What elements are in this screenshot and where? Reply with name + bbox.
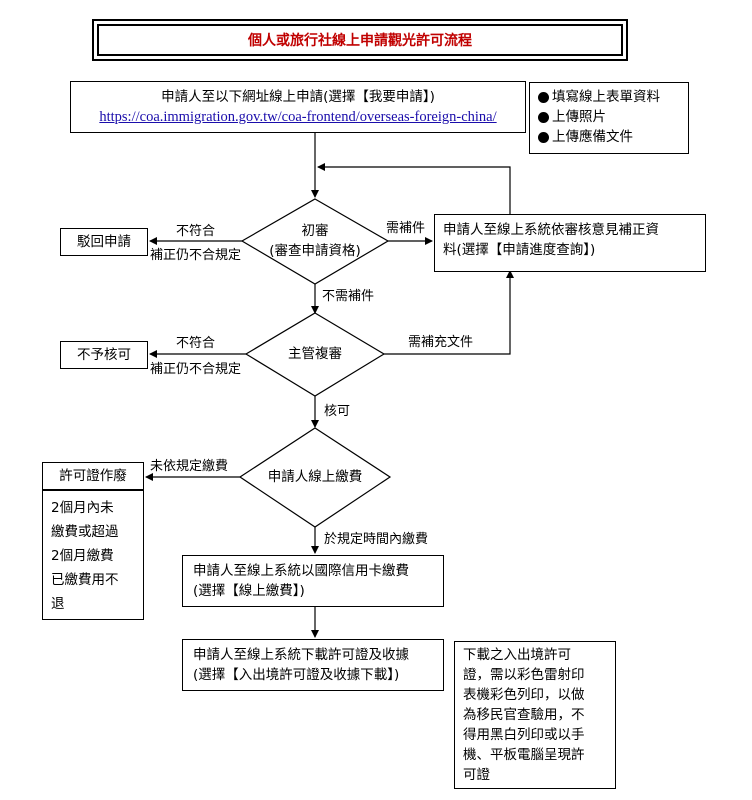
reject-application-box: 駁回申請	[60, 228, 148, 256]
label-not-paid-per-rules: 未依規定繳費	[150, 459, 229, 474]
arrow-correction-loopback	[317, 163, 511, 221]
apply-online-box: 申請人至以下網址線上申請(選擇【我要申請】) https://coa.immig…	[70, 81, 526, 133]
initial-review-diamond	[240, 198, 390, 285]
credit-card-payment-box: 申請人至線上系統以國際信用卡繳費 (選擇【線上繳費】)	[182, 555, 444, 607]
bullet-icon	[538, 111, 549, 123]
void-note-box: 2個月內未 繳費或超過 2個月繳費 已繳費用不 退	[42, 490, 144, 620]
requirements-box: 填寫線上表單資料 上傳照片 上傳應備文件	[529, 82, 689, 154]
bullet-icon	[538, 91, 549, 103]
label-paid-in-time: 於規定時間內繳費	[324, 532, 429, 547]
print-note-box: 下載之入出境許可 證，需以彩色雷射印 表機彩色列印，以做 為移民官查驗用，不 得…	[454, 641, 616, 789]
requirement-item: 上傳照片	[538, 107, 680, 127]
label-not-meet-2: 不符合	[176, 336, 216, 351]
label-approved: 核可	[324, 404, 351, 419]
payment-diamond	[238, 427, 392, 528]
label-need-supplement: 需補件	[386, 221, 426, 236]
apply-online-text: 申請人至以下網址線上申請(選擇【我要申請】)	[161, 89, 435, 105]
initial-review-text: 初審 (審查申請資格)	[269, 223, 361, 259]
permit-void-box: 許可證作廢	[42, 462, 144, 490]
application-url-link[interactable]: https://coa.immigration.gov.tw/coa-front…	[99, 109, 497, 125]
label-no-supplement: 不需補件	[322, 289, 375, 304]
requirement-item: 上傳應備文件	[538, 127, 680, 147]
bullet-icon	[538, 131, 549, 143]
label-still-not-compliant-2: 補正仍不合規定	[150, 362, 242, 377]
page-title: 個人或旅行社線上申請觀光許可流程	[97, 24, 623, 56]
label-still-not-compliant-1: 補正仍不合規定	[150, 248, 242, 263]
supervisor-review-text: 主管複審	[288, 346, 342, 362]
download-permit-box: 申請人至線上系統下載許可證及收據 (選擇【入出境許可證及收據下載】)	[182, 639, 444, 691]
requirement-item: 填寫線上表單資料	[538, 87, 680, 107]
correction-box: 申請人至線上系統依審核意見補正資 料(選擇【申請進度查詢】)	[434, 214, 706, 272]
arrow-supervisor-to-correction	[384, 270, 514, 355]
online-payment-text: 申請人線上繳費	[267, 469, 363, 485]
deny-approval-box: 不予核可	[60, 341, 148, 369]
title-frame: 個人或旅行社線上申請觀光許可流程	[92, 19, 628, 61]
label-need-documents: 需補充文件	[408, 335, 474, 350]
label-not-meet-1: 不符合	[176, 224, 216, 239]
supervisor-review-diamond	[244, 312, 386, 397]
